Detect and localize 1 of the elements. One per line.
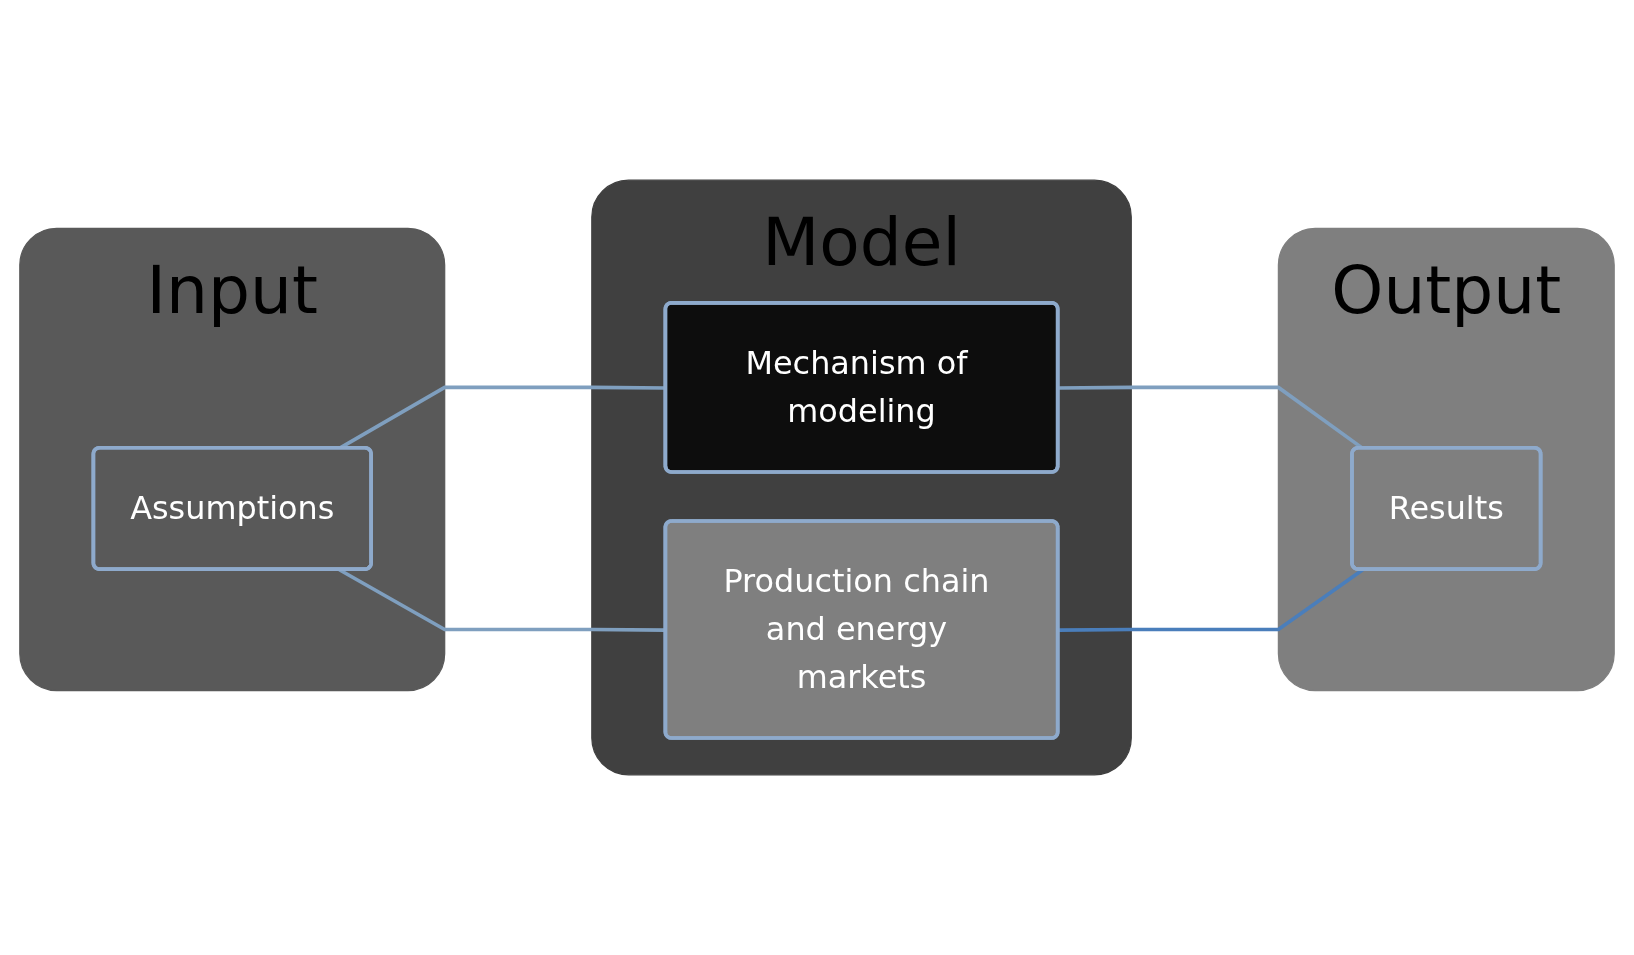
connector <box>1058 568 1364 632</box>
